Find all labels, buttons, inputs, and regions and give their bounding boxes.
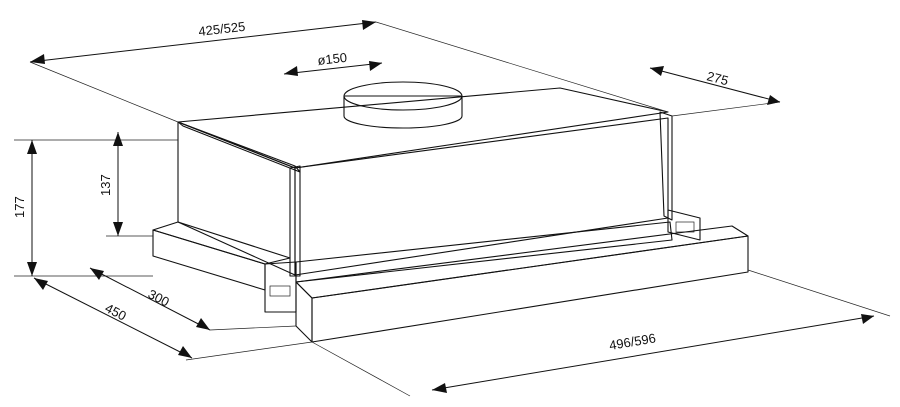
label-depth-450: 450 xyxy=(103,300,129,323)
label-rear-depth: 275 xyxy=(705,68,730,88)
base-right-block xyxy=(667,209,701,241)
duct-collar xyxy=(343,81,463,129)
label-total-height: 177 xyxy=(12,196,27,218)
label-depth-300: 300 xyxy=(146,286,172,309)
label-width-range: 425/525 xyxy=(198,19,246,39)
dimension-rear-depth xyxy=(649,66,781,105)
dimension-total-height xyxy=(27,140,37,276)
dimension-body-height xyxy=(113,132,123,236)
dimension-width-range xyxy=(29,20,377,64)
body-right-rim xyxy=(659,111,673,221)
duct-collar-side xyxy=(343,95,463,129)
base-vent-block xyxy=(264,261,297,313)
base-left-top xyxy=(152,221,291,265)
base-side-face xyxy=(295,221,673,283)
front-panel-end xyxy=(295,281,313,343)
front-panel xyxy=(295,225,749,343)
body-side-face xyxy=(294,117,669,276)
dimension-depth-300 xyxy=(89,267,211,331)
label-body-height: 137 xyxy=(98,174,113,196)
duct-collar-top xyxy=(343,81,463,111)
body-front-edge xyxy=(289,165,301,277)
extension-lines xyxy=(14,21,891,397)
base-left-front xyxy=(152,229,266,291)
dimension-depth-450 xyxy=(33,277,193,359)
base-vent-slot xyxy=(269,285,291,297)
dimension-front-width xyxy=(431,314,875,393)
base-right-slot xyxy=(675,221,695,233)
hood-base xyxy=(152,209,701,313)
dimension-duct xyxy=(283,61,383,76)
label-duct-diameter: ø150 xyxy=(317,50,348,68)
label-front-width: 496/596 xyxy=(608,330,657,353)
front-panel-top xyxy=(295,225,749,299)
